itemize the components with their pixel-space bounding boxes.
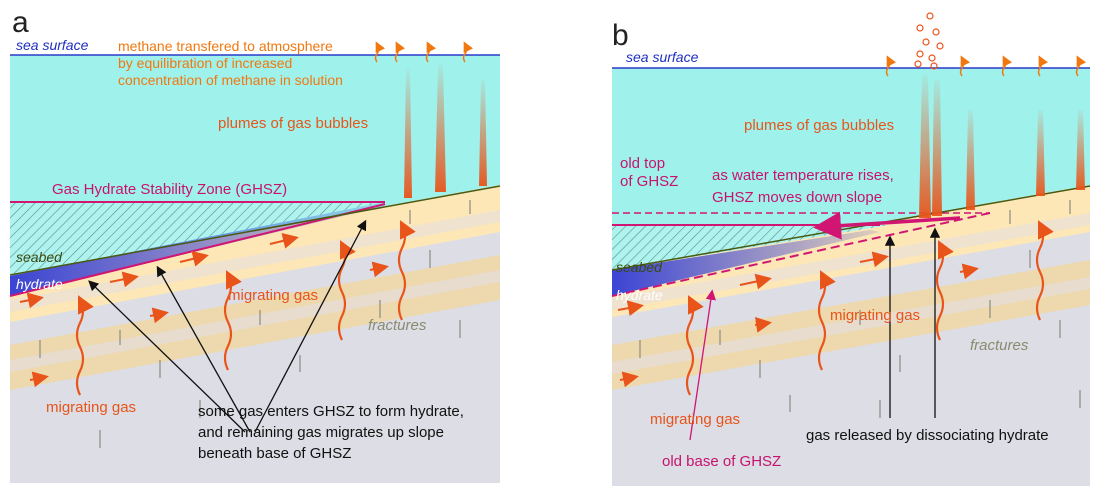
migrating-gas-label: migrating gas xyxy=(46,399,136,416)
temp-note-line-1: as water temperature rises, xyxy=(712,167,894,184)
old-top-line-2: of GHSZ xyxy=(620,173,678,190)
plumes-label: plumes of gas bubbles xyxy=(744,117,894,134)
migrating-gas-label: migrating gas xyxy=(228,287,318,304)
panel-a: a sea surface methane transfered to atmo… xyxy=(9,6,501,483)
old-top-line-1: old top xyxy=(620,155,665,172)
sediment-stripe xyxy=(612,213,1090,310)
plumes-label: plumes of gas bubbles xyxy=(218,115,368,132)
gas-plume xyxy=(966,110,975,210)
migrating-gas-label: migrating gas xyxy=(830,307,920,324)
ghsz-shift-arrow xyxy=(813,211,961,240)
fracture-marks xyxy=(39,200,471,448)
migrating-gas-paths xyxy=(685,220,1054,396)
seabed-label: seabed xyxy=(16,249,63,265)
panel-letter-a: a xyxy=(12,6,29,39)
gas-bubbles xyxy=(914,12,944,70)
fractures-label: fractures xyxy=(368,317,427,334)
temp-note-line-2: GHSZ moves down slope xyxy=(712,189,882,206)
old-base-label: old base of GHSZ xyxy=(662,453,781,470)
gas-plume xyxy=(1076,110,1085,190)
methane-note-line-2: by equilibration of increased xyxy=(118,55,292,71)
migrating-gas-label: migrating gas xyxy=(650,411,740,428)
note-line-3: beneath base of GHSZ xyxy=(198,445,351,462)
updip-migration-arrows xyxy=(617,251,979,388)
gas-plume xyxy=(435,65,446,192)
methane-escape-arrows xyxy=(885,55,1087,77)
fractures-label: fractures xyxy=(970,337,1029,354)
old-base-pointer xyxy=(689,289,716,441)
updip-migration-arrows xyxy=(19,233,389,388)
hydrate-label: hydrate xyxy=(616,287,663,303)
panel-b: b sea surface plumes of gas bubbles old … xyxy=(611,12,1091,486)
gas-plume xyxy=(479,80,487,186)
ghsz-base-line xyxy=(9,203,386,297)
seabed-line xyxy=(9,185,501,276)
hydrate-label: hydrate xyxy=(16,276,63,292)
methane-note-line-1: methane transfered to atmosphere xyxy=(118,38,333,54)
hydrate-pointer-arrows xyxy=(88,219,367,433)
note-line-2: and remaining gas migrates up slope xyxy=(198,424,444,441)
sediment-stripe-2 xyxy=(612,277,1090,374)
old-ghsz-base-line xyxy=(611,212,991,297)
methane-note-line-3: concentration of methane in solution xyxy=(118,72,343,88)
released-gas-label: gas released by dissociating hydrate xyxy=(806,427,1049,444)
sediment-stripe-2 xyxy=(10,270,500,372)
gas-plume xyxy=(1036,110,1045,196)
panel-letter-b: b xyxy=(612,19,629,52)
released-gas-arrows xyxy=(884,227,941,418)
gas-plume xyxy=(932,80,942,216)
methane-escape-arrows xyxy=(374,41,474,63)
gas-plume xyxy=(404,70,412,198)
ghsz-label: Gas Hydrate Stability Zone (GHSZ) xyxy=(52,181,287,198)
note-line-1: some gas enters GHSZ to form hydrate, xyxy=(198,403,464,420)
sea-surface-label: sea surface xyxy=(16,37,89,53)
sea-surface-label: sea surface xyxy=(626,49,699,65)
fracture-marks xyxy=(639,200,1081,418)
hydrate-layer xyxy=(612,230,880,296)
gas-plume xyxy=(919,75,931,218)
seabed-line xyxy=(611,185,1091,271)
seabed-label: seabed xyxy=(616,259,663,275)
